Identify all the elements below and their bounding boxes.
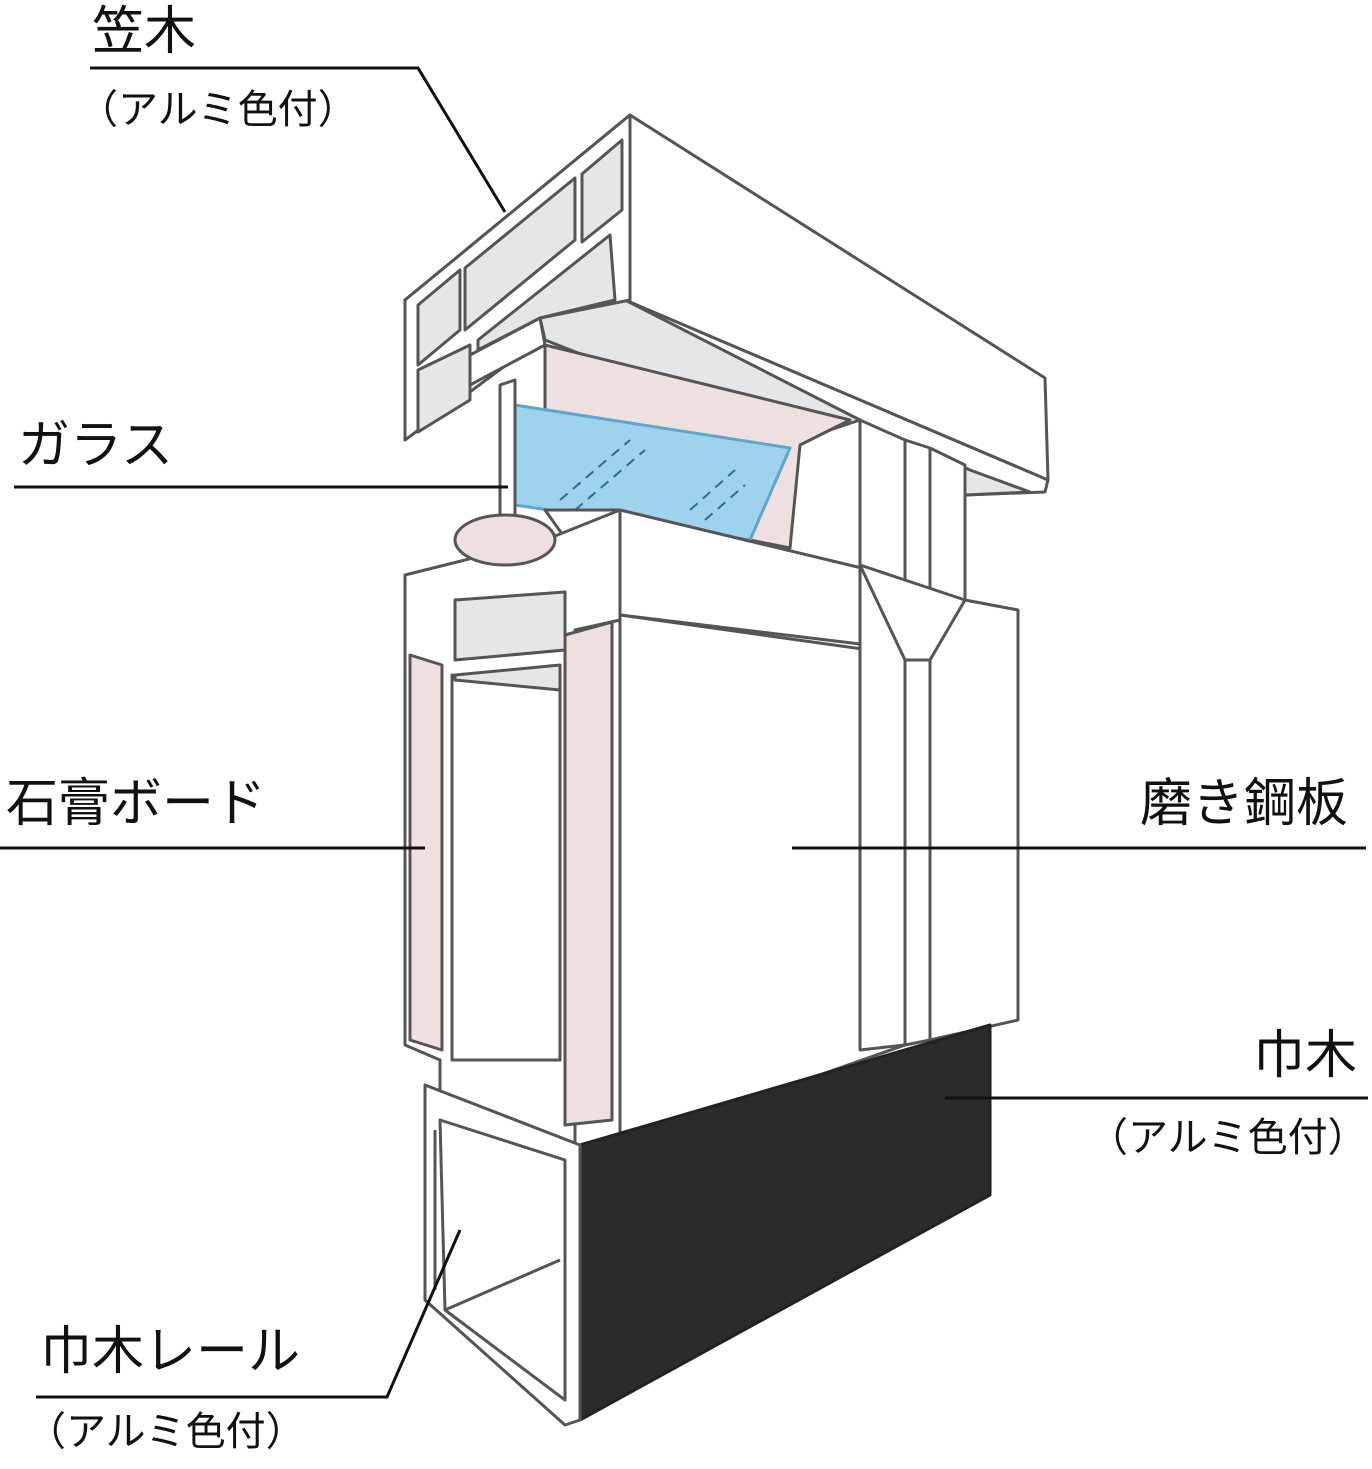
- label-habaki: 巾木: [1253, 1026, 1358, 1086]
- label-habaki-rail: 巾木レール: [40, 1322, 301, 1382]
- label-habaki-sub: （アルミ色付）: [1088, 1115, 1368, 1161]
- partition-body: [403, 418, 1020, 1187]
- leader-lines: [0, 66, 1368, 1399]
- kasagi-cap: [403, 113, 1050, 497]
- label-gypsum-board: 石膏ボード: [6, 774, 267, 834]
- label-glass: ガラス: [18, 416, 173, 476]
- label-kasagi: 笠木: [92, 2, 197, 62]
- leader-kasagi: [90, 66, 507, 213]
- habaki-rail: [423, 1083, 582, 1427]
- label-polished-steel: 磨き鋼板: [1140, 774, 1349, 834]
- label-kasagi-sub: （アルミ色付）: [78, 87, 358, 133]
- leader-rail: [36, 1229, 462, 1399]
- label-habaki-rail-sub: （アルミ色付）: [26, 1409, 306, 1455]
- glass-band: [498, 343, 852, 550]
